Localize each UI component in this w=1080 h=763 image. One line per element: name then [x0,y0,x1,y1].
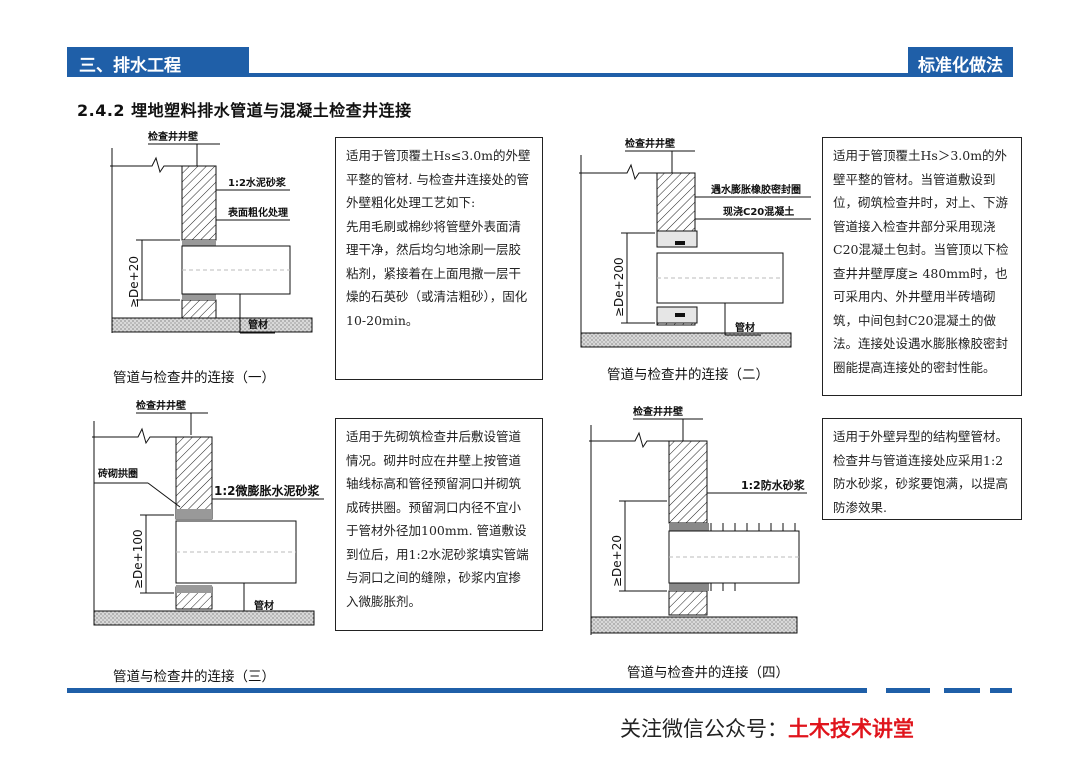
description-box-3: 适用于先砌筑检查井后敷设管道情况。砌井时应在井壁上按管道轴线标高和管径预留洞口并… [335,418,543,631]
section-title-right: 标准化做法 [918,56,1003,76]
description-text: 适用于管顶覆土Hs＞3.0m的外壁平整的管材。当管道敷设到位，砌筑检查井时，对上… [833,148,1009,375]
label-pipe: 管材 [248,318,268,331]
description-box-4: 适用于外壁异型的结构壁管材。检查井与管道连接处应采用1:2防水砂浆，砂浆要饱满，… [822,418,1022,520]
label-pipe: 管材 [254,599,274,612]
diagram-connection-4: 检查井井壁 1:2防水砂浆 ≥De+20 [589,405,807,635]
dim-label: ≥De+100 [131,529,145,589]
description-text: 适用于管顶覆土Hs≤3.0m的外壁平整的管材. 与检查井连接处的管外壁粗化处理工… [346,148,531,210]
label-concrete: 现浇C20混凝土 [723,205,794,218]
label-rough: 表面粗化处理 [227,206,288,219]
label-pipe: 管材 [735,321,755,334]
label-wall: 检查井井壁 [148,130,198,143]
label-wall: 检查井井壁 [136,399,186,412]
footer-prefix: 关注微信公众号： [620,717,788,741]
dim-label: ≥De+20 [127,256,141,308]
section-tab-left: 三、排水工程 [67,47,249,77]
dim-label: ≥De+20 [610,535,624,587]
dim-label: ≥De+200 [612,257,626,317]
caption-connection-1: 管道与检查井的连接（一） [113,370,275,386]
diagram-connection-3: 检查井井壁 砖砌拱圈 1:2微膨胀水泥砂浆 管材 ≥De+100 [92,399,324,626]
caption-connection-4: 管道与检查井的连接（四） [627,665,789,681]
caption-connection-2: 管道与检查井的连接（二） [607,367,769,383]
label-mortar: 1:2防水砂浆 [741,478,806,492]
description-text: 适用于先砌筑检查井后敷设管道情况。砌井时应在井壁上按管道轴线标高和管径预留洞口并… [346,429,529,609]
description-text: 先用毛刷或棉纱将管壁外表面清理干净，然后均匀地涂刷一层胶粘剂，紧接着在上面甩撒一… [346,218,528,328]
description-box-2: 适用于管顶覆土Hs＞3.0m的外壁平整的管材。当管道敷设到位，砌筑检查井时，对上… [822,137,1022,396]
footer-text: 关注微信公众号：土木技术讲堂 [620,713,914,743]
label-arch: 砖砌拱圈 [98,467,138,480]
description-box-1: 适用于管顶覆土Hs≤3.0m的外壁平整的管材. 与检查井连接处的管外壁粗化处理工… [335,137,543,380]
label-mortar: 1:2微膨胀水泥砂浆 [214,483,320,498]
label-wall: 检查井井壁 [633,405,683,418]
diagram-connection-2: 检查井井壁 遇水膨胀橡胶密封圈 现浇C20混凝土 管材 ≥De+200 [579,137,811,348]
footer-dash [990,688,1012,693]
caption-connection-3: 管道与检查井的连接（三） [113,669,275,685]
label-seal: 遇水膨胀橡胶密封圈 [711,183,801,196]
footer-brand: 土木技术讲堂 [788,716,914,741]
footer-rule [67,688,867,693]
description-text: 适用于外壁异型的结构壁管材。检查井与管道连接处应采用1:2防水砂浆，砂浆要饱满，… [833,429,1009,515]
label-mortar: 1:2水泥砂浆 [228,176,287,189]
footer-dash [944,688,980,693]
header-rule [67,73,1013,77]
footer-dash [886,688,930,693]
section-tab-right: 标准化做法 [908,47,1013,77]
diagram-connection-1: 检查井井壁 1:2水泥砂浆 表面粗化处理 管材 ≥De+20 [110,130,313,334]
page-title: 2.4.2 埋地塑料排水管道与混凝土检查井连接 [77,101,412,120]
section-title-left: 三、排水工程 [79,56,181,76]
label-wall: 检查井井壁 [625,137,675,150]
